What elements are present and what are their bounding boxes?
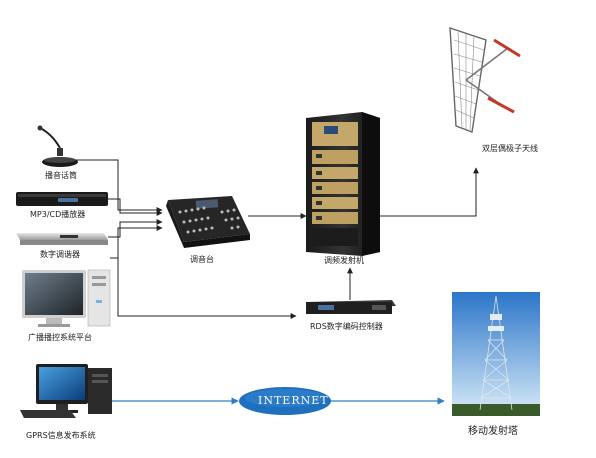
broadcast-platform-computer: [22, 269, 111, 327]
mobile-tower-photo: [452, 292, 540, 416]
label-mp3-cd-player: MP3/CD播放器: [30, 210, 86, 219]
label-microphone: 播音话筒: [45, 171, 77, 180]
digital-tuner-device: [16, 233, 108, 245]
dipole-antenna: [449, 27, 521, 133]
label-mixer: 调音台: [190, 255, 214, 264]
microphone-device: [37, 125, 78, 167]
mic-to-mixer-line: [76, 159, 163, 213]
connection-lines: [76, 159, 479, 319]
platform-to-rds-line: [117, 258, 297, 319]
platform-to-mixer-line: [110, 225, 163, 259]
tuner-to-mixer-line: [108, 219, 163, 238]
rds-controller-device: [306, 300, 396, 314]
label-digital-tuner: 数字调谐器: [40, 250, 80, 259]
label-mobile-tower: 移动发射塔: [468, 426, 518, 437]
label-broadcast-platform: 广播播控系统平台: [28, 333, 92, 342]
label-gprs-system: GPRS信息发布系统: [26, 431, 96, 440]
label-fm-transmitter: 调频发射机: [324, 256, 364, 265]
label-dipole-antenna: 双层偶极子天线: [482, 144, 538, 153]
label-rds-controller: RDS数字编码控制器: [310, 322, 383, 331]
mp3-to-mixer-line: [108, 198, 163, 216]
internet-label: INTERNET: [258, 394, 329, 407]
fm-transmitter-cabinet: [306, 112, 380, 256]
mixer-device: [166, 196, 250, 248]
gprs-computer: [20, 364, 112, 418]
transmitter-to-antenna-line: [380, 167, 479, 217]
mp3-cd-player-device: [16, 192, 108, 206]
internet-cloud: [239, 387, 331, 415]
